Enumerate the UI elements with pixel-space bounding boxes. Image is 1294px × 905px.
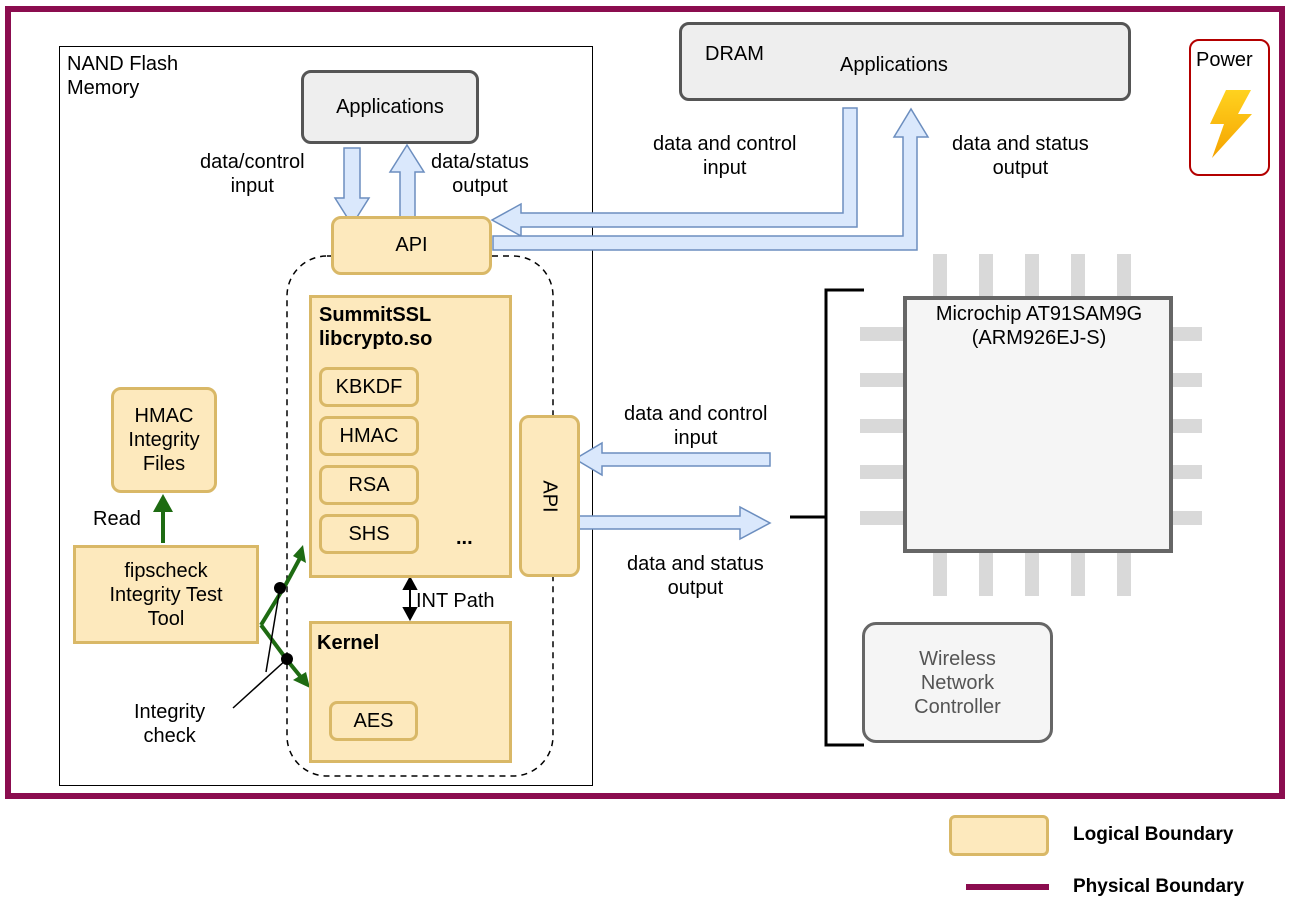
fipscheck-box: fipscheck Integrity Test Tool	[73, 545, 259, 644]
api-top-box: API	[331, 216, 492, 275]
power-label: Power	[1196, 49, 1253, 71]
read-arrow-head	[153, 494, 173, 512]
legend-physical-label: Physical Boundary	[1073, 876, 1245, 897]
nand-applications-label: Applications	[336, 95, 444, 118]
hmac-label: HMAC	[339, 424, 399, 447]
chip-input-arrow	[573, 441, 771, 477]
shs-box: SHS	[319, 514, 419, 554]
nand-flash-label: NAND Flash Memory	[67, 53, 179, 99]
nand-data-control-input-label: data/control input	[200, 151, 305, 197]
integrity-arrow-top	[259, 557, 302, 627]
lightning-icon	[1210, 90, 1252, 158]
api-side-box: API	[519, 415, 580, 577]
kbkdf-box: KBKDF	[319, 367, 419, 407]
more-algorithms-label: ...	[456, 527, 473, 549]
aes-label: AES	[353, 709, 394, 732]
dram-box	[679, 22, 1131, 101]
chip-output-arrow	[574, 505, 772, 541]
summitssl-title: SummitSSL libcrypto.so	[319, 304, 433, 350]
read-label: Read	[93, 508, 141, 530]
integrity-check-label: Integrity check	[134, 701, 206, 747]
wireless-controller-label: Wireless Network Controller	[914, 647, 1001, 718]
hmac-integrity-files-label: HMAC Integrity Files	[128, 405, 200, 475]
integrity-check-pointer	[232, 658, 288, 709]
nand-data-status-output-label: data/status output	[431, 151, 529, 197]
kernel-title: Kernel	[317, 632, 380, 654]
rsa-label: RSA	[348, 473, 390, 496]
chip-body	[903, 296, 1173, 553]
hmac-box: HMAC	[319, 416, 419, 456]
dram-output-arrow	[492, 107, 930, 251]
nand-applications-box: Applications	[301, 70, 479, 144]
legend-logical-swatch	[949, 815, 1049, 856]
aes-box: AES	[329, 701, 418, 741]
nand-flash-box	[59, 46, 593, 786]
chip-label: Microchip AT91SAM9G (ARM926EJ-S)	[935, 303, 1143, 349]
chip-data-status-output-label: data and status output	[627, 553, 764, 599]
dram-data-status-output-label: data and status output	[952, 133, 1089, 179]
kbkdf-label: KBKDF	[335, 375, 403, 398]
chip-data-control-input-label: data and control input	[624, 403, 768, 449]
nand-input-arrow	[333, 147, 371, 227]
api-side-label: API	[539, 479, 561, 513]
dram-label: DRAM	[705, 43, 764, 65]
shs-label: SHS	[348, 522, 390, 545]
nand-output-arrow	[388, 143, 426, 223]
hmac-integrity-files-box: HMAC Integrity Files	[111, 387, 217, 493]
dram-input-arrow	[490, 107, 858, 238]
dram-applications-label: Applications	[840, 54, 948, 76]
physical-boundary	[5, 6, 1285, 799]
api-top-label: API	[395, 234, 428, 256]
dram-data-control-input-label: data and control input	[653, 133, 797, 179]
int-path-label: INT Path	[416, 590, 495, 612]
wireless-controller-box: Wireless Network Controller	[862, 622, 1053, 743]
chip-pins	[860, 254, 1202, 596]
fipscheck-label: fipscheck Integrity Test Tool	[109, 559, 223, 630]
rsa-box: RSA	[319, 465, 419, 505]
legend-logical-label: Logical Boundary	[1073, 824, 1234, 845]
bus-bracket	[790, 288, 864, 747]
int-path-arrow	[402, 575, 418, 622]
legend-physical-swatch	[966, 884, 1049, 890]
